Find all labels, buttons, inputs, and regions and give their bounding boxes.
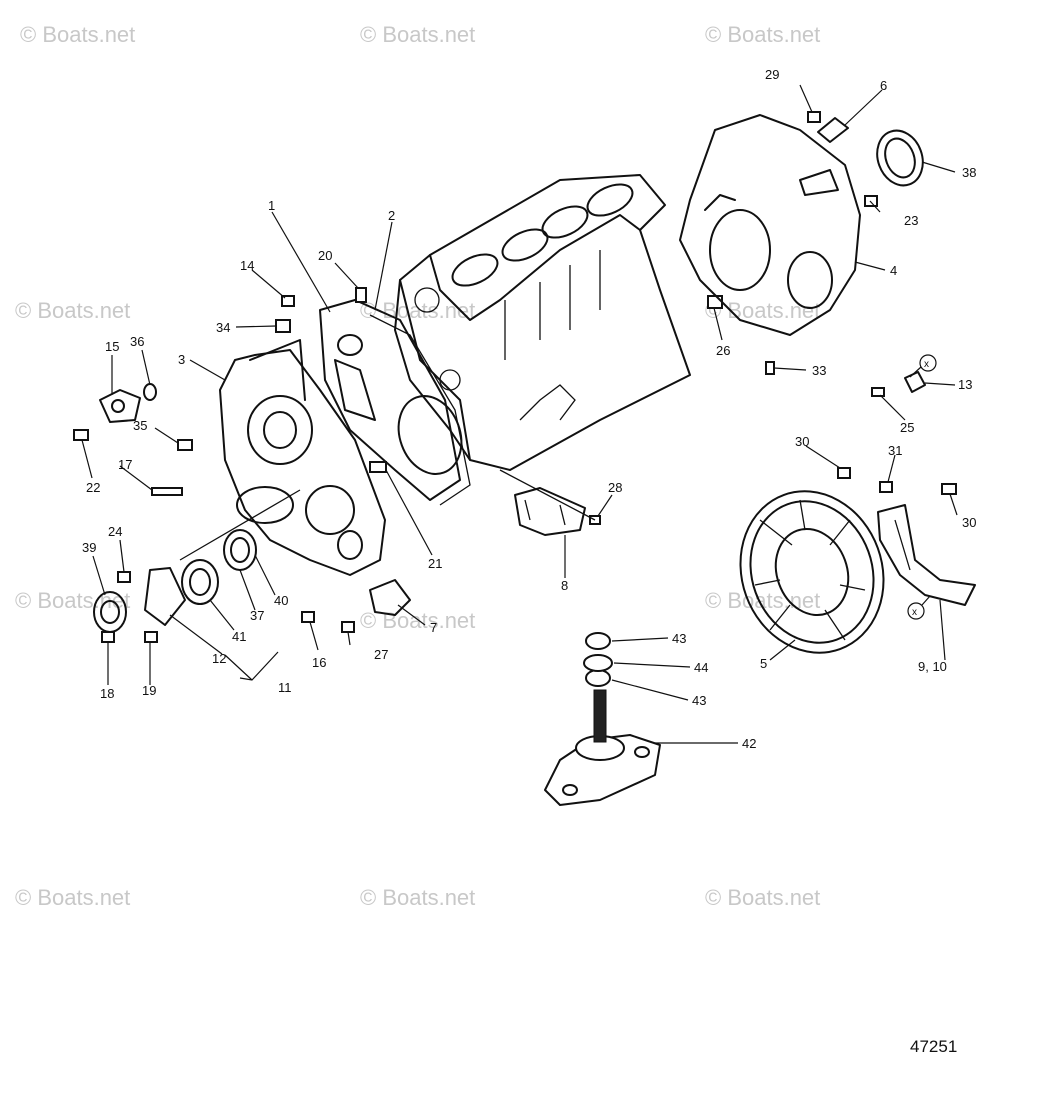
callout-12: 12 <box>212 651 226 666</box>
bolt-20 <box>355 287 367 303</box>
callout-17: 17 <box>118 457 132 472</box>
bolt-14 <box>281 295 295 307</box>
callout-16: 16 <box>312 655 326 670</box>
reference-marker-x: x <box>924 359 929 370</box>
seal-and-cap <box>817 117 924 187</box>
callout-28: 28 <box>608 480 622 495</box>
callout-3: 3 <box>178 352 185 367</box>
mount-stud <box>593 689 607 743</box>
bolt-17 <box>151 487 183 496</box>
callout-22: 22 <box>86 480 100 495</box>
callout-1: 1 <box>268 198 275 213</box>
callout-41: 41 <box>232 629 246 644</box>
bolt-16 <box>301 611 315 623</box>
callout-19: 19 <box>142 683 156 698</box>
callout-labels: 1 2 3 4 5 6 7 8 9, 10 11 12 13 14 15 16 … <box>82 67 976 751</box>
callout-29: 29 <box>765 67 779 82</box>
bolt-23 <box>864 195 878 207</box>
callout-15: 15 <box>105 339 119 354</box>
bolt-31 <box>879 481 893 493</box>
front-plate <box>319 299 471 506</box>
callout-39: 39 <box>82 540 96 555</box>
callout-20: 20 <box>318 248 332 263</box>
leader-lines <box>81 84 958 744</box>
callout-8: 8 <box>561 578 568 593</box>
bolt-21 <box>369 461 387 473</box>
callout-43-bottom: 43 <box>692 693 706 708</box>
callout-21: 21 <box>428 556 442 571</box>
bolts <box>73 111 957 643</box>
callout-30-top: 30 <box>795 434 809 449</box>
reference-marker-x: x <box>912 607 917 618</box>
callout-43-top: 43 <box>672 631 686 646</box>
washer-34 <box>275 319 291 333</box>
watermark: © Boats.net <box>360 22 475 47</box>
bolt-30-right <box>941 483 957 495</box>
watermarks: © Boats.net © Boats.net © Boats.net © Bo… <box>15 22 820 910</box>
clip <box>904 371 926 393</box>
callout-42: 42 <box>742 736 756 751</box>
reference-markers: x x <box>907 354 937 620</box>
cover-plate <box>369 579 411 616</box>
callout-14: 14 <box>240 258 254 273</box>
flywheel-housing <box>679 114 861 336</box>
bolt-25 <box>871 387 885 397</box>
nut-35 <box>177 439 193 451</box>
watermark: © Boats.net <box>15 885 130 910</box>
rear-bracket <box>877 504 976 606</box>
bolt-22-head <box>73 429 89 441</box>
diagram-number: 47251 <box>910 1037 957 1056</box>
watermark: © Boats.net <box>20 22 135 47</box>
callout-30-right: 30 <box>962 515 976 530</box>
callout-13: 13 <box>958 377 972 392</box>
callout-11: 11 <box>278 680 292 695</box>
watermark: © Boats.net <box>705 22 820 47</box>
callout-23: 23 <box>904 213 918 228</box>
flywheel-cover <box>739 490 885 654</box>
bolt-30-top <box>837 467 851 479</box>
mount-bracket <box>499 469 596 536</box>
callout-44: 44 <box>694 660 708 675</box>
bolt-27 <box>341 621 355 633</box>
callout-34: 34 <box>216 320 230 335</box>
callout-25: 25 <box>900 420 914 435</box>
bolt-18 <box>101 631 115 643</box>
callout-7: 7 <box>430 620 437 635</box>
callout-18: 18 <box>100 686 114 701</box>
bolt-19 <box>144 631 158 643</box>
bolt-24 <box>117 571 131 583</box>
watermark: © Boats.net <box>705 298 820 323</box>
callout-24: 24 <box>108 524 122 539</box>
engine-block <box>394 174 691 471</box>
watermark: © Boats.net <box>705 885 820 910</box>
callout-40: 40 <box>274 593 288 608</box>
callout-26: 26 <box>716 343 730 358</box>
callout-4: 4 <box>890 263 897 278</box>
callout-35: 35 <box>133 418 147 433</box>
callout-5: 5 <box>760 656 767 671</box>
plug-33 <box>765 361 775 375</box>
reference-marker-circle <box>907 602 925 620</box>
nut-26 <box>707 295 723 309</box>
callout-6: 6 <box>880 78 887 93</box>
callout-9-10: 9, 10 <box>918 659 947 674</box>
watermark: © Boats.net <box>15 298 130 323</box>
watermark: © Boats.net <box>360 885 475 910</box>
callout-37: 37 <box>250 608 264 623</box>
engine-mount <box>544 632 661 806</box>
callout-2: 2 <box>388 208 395 223</box>
callout-38: 38 <box>962 165 976 180</box>
callout-31: 31 <box>888 443 902 458</box>
callout-33: 33 <box>812 363 826 378</box>
reference-marker-circle <box>919 354 937 372</box>
callout-27: 27 <box>374 647 388 662</box>
callout-36: 36 <box>130 334 144 349</box>
small-flange <box>99 383 157 423</box>
front-cover <box>219 339 386 576</box>
bolt-29 <box>807 111 821 123</box>
